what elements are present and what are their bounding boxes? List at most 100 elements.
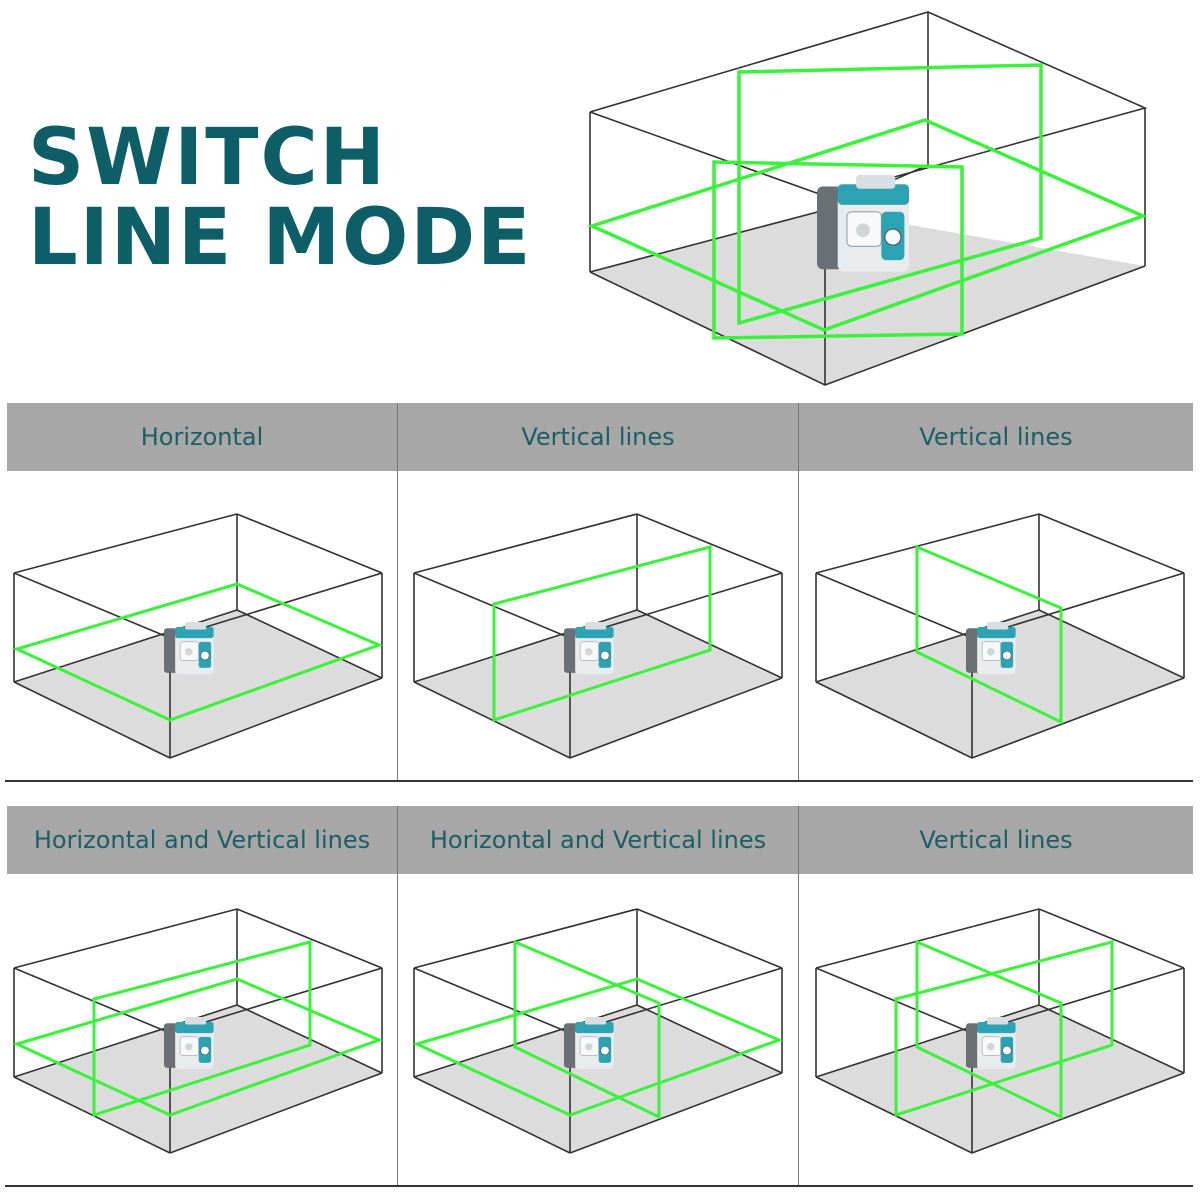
device-button xyxy=(185,1043,193,1051)
device-lens xyxy=(600,1045,610,1056)
room-edge xyxy=(413,908,638,969)
mode-label-4: Horizontal and Vertical lines xyxy=(33,826,371,854)
room-edge xyxy=(815,513,1040,574)
device-button xyxy=(987,1043,995,1051)
room-edge xyxy=(815,681,973,759)
mode-label-5: Horizontal and Vertical lines xyxy=(429,826,767,854)
room-edge xyxy=(236,513,383,574)
laser-horizontal xyxy=(412,977,784,1117)
device-lens xyxy=(1002,650,1012,661)
room-edge xyxy=(236,609,383,679)
laser-horizontal xyxy=(587,118,1148,332)
device-top xyxy=(977,1021,1016,1034)
room-edge xyxy=(13,908,238,969)
device-top xyxy=(175,626,214,639)
hero-room-illustration xyxy=(587,11,1148,386)
room-edge xyxy=(413,1004,638,1078)
device-lens xyxy=(600,650,610,661)
mode-illustration-4 xyxy=(12,908,384,1154)
title-line-2: LINE MODE xyxy=(28,193,533,283)
laser-vertical-side xyxy=(915,544,1063,725)
room-edge xyxy=(13,513,238,574)
laser-level-device xyxy=(817,175,909,272)
room-floor xyxy=(414,1005,782,1153)
laser-level-device xyxy=(164,1017,214,1070)
room-floor xyxy=(14,1005,382,1153)
laser-vertical-front xyxy=(492,545,712,723)
room-floor xyxy=(816,610,1184,758)
mode-illustration-2 xyxy=(413,513,783,759)
room-edge xyxy=(413,572,571,639)
room-edge xyxy=(13,1004,238,1078)
room-edge xyxy=(413,513,638,574)
header-band-row-1 xyxy=(7,403,1193,471)
device-window xyxy=(185,622,207,630)
room-edge xyxy=(1038,609,1185,679)
mode-illustration-5 xyxy=(412,908,784,1154)
laser-vertical-front xyxy=(894,940,1114,1118)
room-edge xyxy=(569,1072,783,1154)
device-top xyxy=(575,626,614,639)
laser-level-device xyxy=(564,622,614,675)
laser-vertical-front xyxy=(92,940,312,1118)
column-divider xyxy=(798,806,799,1186)
device-button xyxy=(185,648,193,656)
room-edge xyxy=(569,677,783,759)
mode-label-1: Horizontal xyxy=(140,423,264,451)
mode-illustration-3 xyxy=(815,513,1185,759)
mode-illustration-6 xyxy=(815,908,1185,1154)
row-divider xyxy=(5,780,1193,782)
room-edge xyxy=(413,681,571,759)
laser-horizontal xyxy=(12,977,384,1117)
room-edge xyxy=(815,908,1040,969)
device-side xyxy=(966,628,980,673)
mode-label-6: Vertical lines xyxy=(919,826,1073,854)
laser-horizontal xyxy=(12,582,384,722)
device-side xyxy=(564,1023,578,1068)
room-edge xyxy=(13,967,171,1034)
device-side xyxy=(966,1023,980,1068)
laser-vertical-side xyxy=(915,939,1063,1120)
page-title: SWITCH LINE MODE xyxy=(28,118,532,278)
device-side xyxy=(164,1023,178,1068)
column-divider xyxy=(397,403,398,781)
device-window xyxy=(585,1017,607,1025)
device-window xyxy=(987,1017,1009,1025)
mode-label-3: Vertical lines xyxy=(919,423,1073,451)
device-side xyxy=(164,628,178,673)
room-edge xyxy=(413,967,571,1034)
room-edge xyxy=(815,967,973,1034)
room-edge xyxy=(971,1072,1185,1154)
room-floor xyxy=(590,210,1145,385)
laser-vertical-1 xyxy=(737,63,1043,326)
laser-level-device xyxy=(966,622,1016,675)
mode-label-2: Vertical lines xyxy=(521,423,675,451)
room-floor xyxy=(816,1005,1184,1153)
room-edge xyxy=(1038,908,1185,969)
column-divider xyxy=(798,403,799,781)
header-band-row-2 xyxy=(7,806,1193,874)
device-button xyxy=(585,1043,593,1051)
room-edge xyxy=(169,1072,383,1154)
laser-level-device xyxy=(564,1017,614,1070)
device-top xyxy=(575,1021,614,1034)
room-edge xyxy=(971,677,1185,759)
room-edge xyxy=(636,1004,783,1074)
device-window xyxy=(987,622,1009,630)
title-line-1: SWITCH xyxy=(28,113,387,203)
device-lens xyxy=(200,650,210,661)
room-floor xyxy=(414,610,782,758)
row-divider xyxy=(5,1185,1193,1187)
room-edge xyxy=(636,908,783,969)
column-divider xyxy=(397,806,398,1186)
hero-room xyxy=(587,11,1148,386)
room-edge xyxy=(13,572,171,639)
laser-vertical-side xyxy=(513,939,661,1120)
device-lens xyxy=(1002,1045,1012,1056)
room-floor xyxy=(14,610,382,758)
room-edge xyxy=(1038,513,1185,574)
device-lens xyxy=(200,1045,210,1056)
room-edge xyxy=(636,513,783,574)
laser-level-device xyxy=(164,622,214,675)
room-edge xyxy=(13,681,171,759)
